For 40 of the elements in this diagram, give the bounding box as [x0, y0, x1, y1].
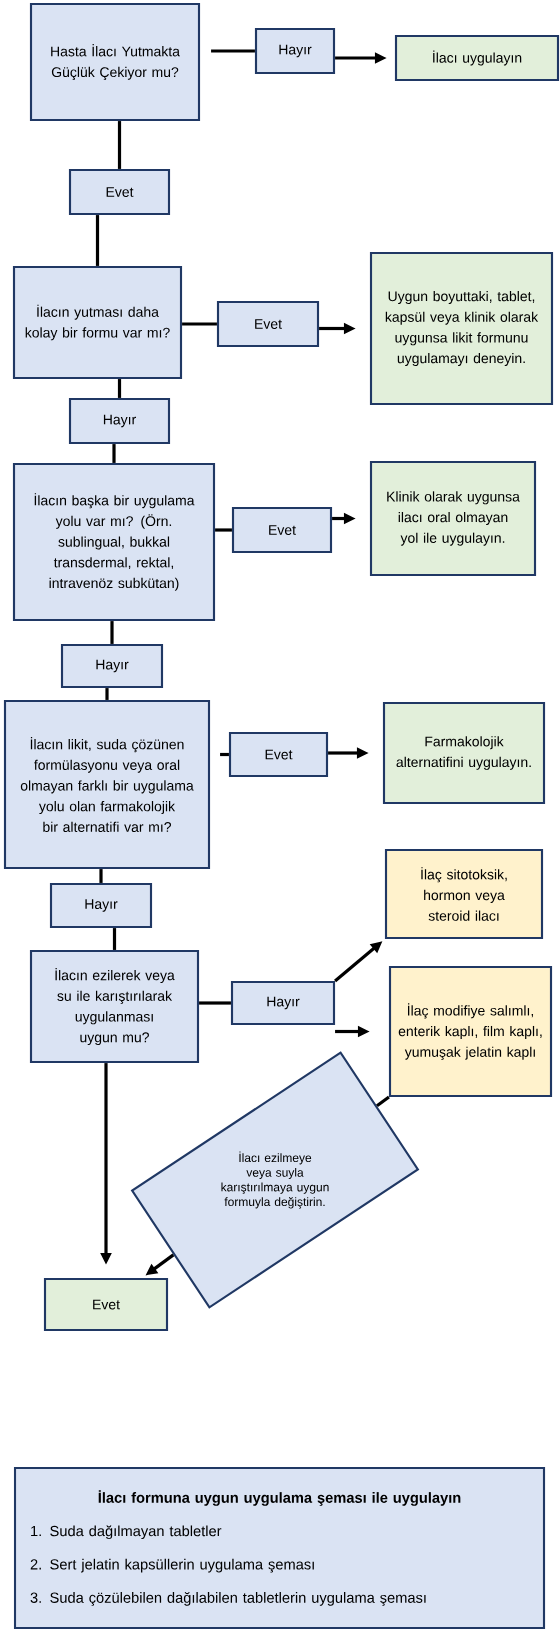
answer-label-box: Evet [68, 168, 171, 216]
answer-label-box: Hayır [60, 643, 164, 689]
list-item: 2. Sert jelatin kapsüllerin uygulama şeması [30, 1558, 314, 1573]
connector-line [117, 121, 122, 169]
connector-line [199, 1001, 231, 1005]
condition-box: İlaç modifiye salımlı, enterik kaplı, film kaplı, yumuşak jelatin kaplı [388, 965, 553, 1098]
connector-line [220, 752, 229, 757]
answer-label-box: Hayır [49, 882, 153, 929]
action-box: İlacı uygulayın [394, 34, 560, 82]
panel-heading: İlacı formuna uygun uygulama şeması ile uygulayın [98, 1490, 461, 1506]
connector-line [211, 49, 255, 53]
action-box: Uygun boyuttaki, tablet, kapsül veya klinik olarak uygunsa likit formunu uygulamayı deneyin. [369, 251, 554, 406]
action-box: Farmakolojik alternatifini uygulayın. [382, 701, 546, 805]
connector-line [376, 1095, 390, 1108]
connector-line [182, 322, 217, 326]
connector-line [112, 928, 117, 950]
instruction-panel [13, 1466, 546, 1630]
answer-label-box: Hayır [254, 27, 336, 75]
connector-line [105, 688, 109, 700]
connector-line [95, 215, 100, 266]
question-box: İlacın likit, suda çözünen formülasyonu veya oral olmayan farklı bir uygulama yolu olan farmakolojik bir alternatifi var mı? [3, 699, 211, 870]
connector-line [99, 869, 103, 883]
question-box: İlacın başka bir uygulama yolu var mı? (Örn. sublingual, bukkal transdermal, rektal, intravenöz subkütan) [12, 462, 216, 622]
condition-box: İlaç sitotoksik, hormon veya steroid ilacı [384, 848, 544, 940]
connector-line [112, 444, 116, 463]
answer-label-box: Evet [216, 300, 320, 348]
connector-line [110, 621, 114, 644]
question-box: Hasta İlacı Yutmakta Güçlük Çekiyor mu? [29, 2, 201, 122]
answer-label-box: Hayır [230, 980, 336, 1026]
connector-line [215, 528, 232, 532]
question-box: İlacın ezilerek veya su ile karıştırılarak uygulanması uygun mu? [29, 949, 200, 1064]
question-box: İlacın yutması daha kolay bir formu var mı? [12, 265, 183, 380]
action-box: Evet [43, 1277, 169, 1332]
answer-label-box: Evet [228, 731, 329, 778]
list-item: 1. Suda dağılmayan tabletler [31, 1525, 222, 1540]
action-box: Klinik olarak uygunsa ilacı oral olmayan yol ile uygulayın. [369, 460, 537, 577]
answer-label-box: Evet [231, 506, 333, 554]
answer-label-box: Hayır [68, 397, 171, 445]
list-item: 3. Suda çözülebilen dağılabilen tabletlerin uygulama şeması [30, 1591, 426, 1606]
connector-line [117, 379, 122, 398]
